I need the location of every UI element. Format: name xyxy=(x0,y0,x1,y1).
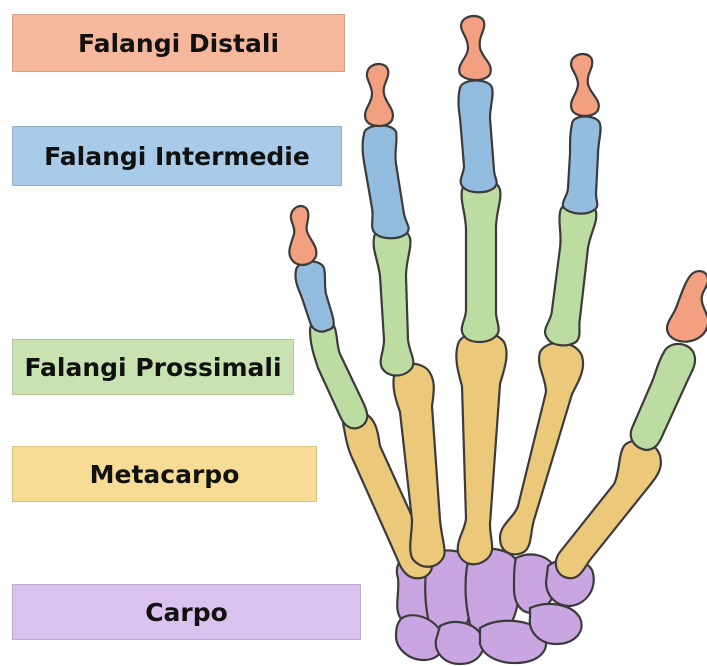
carpal-bone-distal-ulnar xyxy=(530,604,582,644)
proximal-phalanx-middle xyxy=(462,180,501,343)
intermediate-phalanx-middle xyxy=(459,81,497,193)
distal-phalanx-index xyxy=(365,64,393,126)
distal-phalanx-middle xyxy=(459,16,491,80)
intermediate-phalanx-ring xyxy=(563,117,601,214)
distal-phalanx-thumb xyxy=(289,206,316,265)
distal-phalanx-ring xyxy=(571,54,599,116)
proximal-phalanges xyxy=(310,180,695,451)
intermediate-phalanx-index xyxy=(363,125,409,238)
distal-phalanges xyxy=(289,16,707,342)
metacarpal-little xyxy=(556,441,661,579)
metacarpal-ring xyxy=(500,343,583,555)
proximal-phalanx-thumb xyxy=(310,320,367,429)
carpal-bone-lunate xyxy=(436,622,484,664)
proximal-phalanx-index xyxy=(374,228,414,375)
distal-phalanx-little xyxy=(667,271,707,342)
metacarpal-middle xyxy=(456,332,506,564)
intermediate-phalanx-thumb-side xyxy=(295,261,333,331)
proximal-phalanx-ring xyxy=(545,202,596,346)
proximal-phalanx-little xyxy=(631,344,695,450)
